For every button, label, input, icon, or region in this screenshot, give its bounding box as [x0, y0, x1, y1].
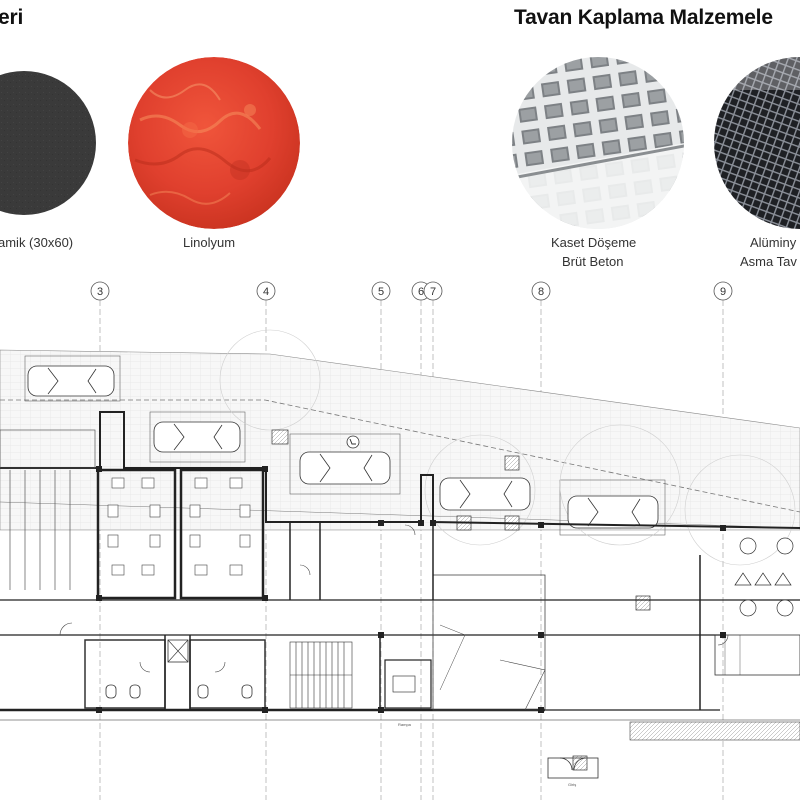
linoleum-caption: Linolyum	[183, 235, 236, 250]
aluminium-suspended-ceiling-swatch	[714, 57, 800, 229]
material-swatches	[0, 57, 800, 229]
grid-axis-label: 3	[97, 286, 103, 298]
structural-columns	[96, 466, 726, 713]
coffered-caption-line2: Brüt Beton	[562, 254, 624, 269]
entrance-label: Giriş	[568, 782, 576, 787]
ceramic-swatch	[0, 71, 96, 215]
grid-axis-label: 8	[538, 286, 544, 298]
car-icon	[567, 495, 659, 529]
floor-materials-heading: eri	[0, 6, 24, 29]
grid-axis-label: 7	[430, 286, 436, 298]
grid-axis-label: 6	[418, 286, 424, 298]
lobby	[432, 574, 546, 711]
parking-circles	[219, 329, 796, 566]
staircase	[289, 641, 353, 709]
car-icon	[299, 451, 391, 485]
interior-partitions	[164, 522, 701, 710]
parking-area	[0, 349, 800, 536]
accessible-parking-icon	[346, 435, 360, 449]
ceramic-caption: amik (30x60)	[0, 235, 74, 250]
ramp	[629, 721, 800, 741]
aluminium-caption-line2: Asma Tav	[740, 254, 797, 269]
grid-axis-label: 4	[263, 286, 269, 298]
ramp-label: Rampa	[398, 722, 412, 727]
library-shelves	[0, 429, 96, 590]
car-icon	[27, 365, 115, 397]
car-icon	[153, 421, 241, 453]
car-icon	[439, 477, 531, 511]
main-entrance	[547, 757, 599, 779]
coffered-caption-line1: Kaset Döşeme	[551, 235, 637, 250]
grid-axis-bubbles	[90, 281, 733, 301]
floor-plan: 3 4 5 6 7 8 9	[0, 281, 800, 800]
elevator	[384, 659, 432, 709]
cafe-counter	[714, 634, 800, 676]
ceiling-materials-heading: Tavan Kaplama Malzemele	[514, 6, 773, 29]
grid-axis-label: 9	[720, 286, 726, 298]
linoleum-swatch	[128, 57, 300, 229]
cafe-tables	[734, 537, 794, 617]
aluminium-caption-line1: Alüminy	[750, 235, 797, 250]
toilets	[84, 639, 266, 709]
grid-axis-label: 5	[378, 286, 384, 298]
coffered-concrete-swatch	[512, 57, 684, 229]
door-swings	[59, 524, 729, 673]
